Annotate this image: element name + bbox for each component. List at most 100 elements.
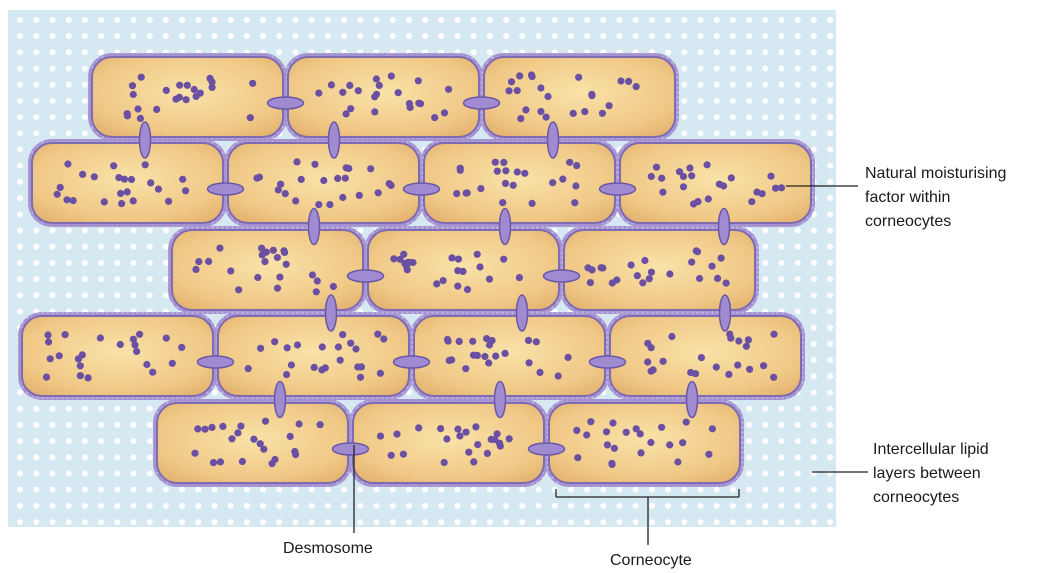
nmf-dot <box>191 86 198 93</box>
nmf-dot <box>282 190 289 197</box>
nmf-label-line-3: corneocytes <box>865 210 1006 234</box>
nmf-dot <box>723 280 730 287</box>
nmf-dot <box>708 263 715 270</box>
nmf-dot <box>176 82 183 89</box>
nmf-dot <box>239 458 246 465</box>
nmf-dot <box>486 276 493 283</box>
desmosome-junction <box>529 443 565 455</box>
desmosome-junction <box>600 183 636 195</box>
desmosome-label: Desmosome <box>283 537 373 561</box>
nmf-dot <box>716 181 723 188</box>
nmf-dot <box>581 108 588 115</box>
nmf-dot <box>544 93 551 100</box>
nmf-dot <box>481 353 488 360</box>
nmf-dot <box>714 275 721 282</box>
nmf-dot <box>609 461 616 468</box>
nmf-dot <box>457 167 464 174</box>
desmosome-junction <box>404 183 440 195</box>
nmf-dot <box>705 451 712 458</box>
nmf-dot <box>275 186 282 193</box>
nmf-dot <box>574 454 581 461</box>
nmf-dot <box>647 439 654 446</box>
nmf-dot <box>195 258 202 265</box>
nmf-dot <box>247 114 254 121</box>
nmf-dot <box>70 197 77 204</box>
nmf-dot <box>748 198 755 205</box>
nmf-dot <box>407 104 414 111</box>
nmf-dot <box>101 198 108 205</box>
nmf-dot <box>648 173 655 180</box>
nmf-dot <box>257 345 264 352</box>
nmf-dot <box>528 71 535 78</box>
nmf-dot <box>253 175 260 182</box>
nmf-dot <box>62 331 69 338</box>
nmf-dot <box>85 374 92 381</box>
nmf-dot <box>128 176 135 183</box>
nmf-dot <box>56 352 63 359</box>
nmf-dot <box>623 429 630 436</box>
nmf-dot <box>549 179 556 186</box>
nmf-dot <box>456 338 463 345</box>
nmf-dot <box>694 248 701 255</box>
nmf-dot <box>683 419 690 426</box>
nmf-dot <box>483 335 490 342</box>
nmf-label: Natural moisturising factor within corne… <box>865 162 1006 234</box>
nmf-dot <box>506 435 513 442</box>
nmf-dot <box>565 354 572 361</box>
nmf-dot <box>611 445 618 452</box>
nmf-dot <box>770 331 777 338</box>
nmf-dot <box>745 336 752 343</box>
nmf-dot <box>521 170 528 177</box>
nmf-dot <box>469 338 476 345</box>
nmf-dot <box>91 173 98 180</box>
nmf-dot <box>77 372 84 379</box>
nmf-dot <box>472 423 479 430</box>
nmf-dot <box>633 83 640 90</box>
nmf-dot <box>330 283 337 290</box>
nmf-dot <box>433 280 440 287</box>
nmf-dot <box>393 431 400 438</box>
nmf-dot <box>666 441 673 448</box>
nmf-dot <box>491 436 498 443</box>
nmf-dot <box>386 180 393 187</box>
nmf-dot <box>184 82 191 89</box>
nmf-dot <box>454 283 461 290</box>
nmf-dot <box>445 86 452 93</box>
nmf-dot <box>625 78 632 85</box>
desmosome-junction <box>329 122 340 158</box>
nmf-dot <box>668 333 675 340</box>
nmf-dot <box>130 91 137 98</box>
nmf-dot <box>115 174 122 181</box>
nmf-dot <box>334 175 341 182</box>
desmosome-junction <box>544 270 580 282</box>
corneocyte-cell <box>214 312 413 400</box>
nmf-dot <box>315 90 322 97</box>
desmosome-junction <box>464 97 500 109</box>
nmf-label-line-1: Natural moisturising <box>865 162 1006 186</box>
nmf-dot <box>704 161 711 168</box>
nmf-dot <box>514 168 521 175</box>
nmf-dot <box>147 179 154 186</box>
desmosome-junction <box>500 209 511 245</box>
nmf-dot <box>637 449 644 456</box>
nmf-dot <box>485 359 492 366</box>
desmosome-junction <box>208 183 244 195</box>
nmf-dot <box>342 175 349 182</box>
nmf-dot <box>446 357 453 364</box>
nmf-dot <box>666 270 673 277</box>
nmf-dot <box>367 165 374 172</box>
nmf-dot <box>674 458 681 465</box>
nmf-dot <box>250 436 257 443</box>
desmosome-junction <box>687 382 698 418</box>
nmf-dot <box>287 433 294 440</box>
nmf-dot <box>280 247 287 254</box>
nmf-dot <box>172 96 179 103</box>
nmf-dot <box>249 80 256 87</box>
nmf-dot <box>735 337 742 344</box>
nmf-dot <box>155 186 162 193</box>
nmf-dot <box>182 187 189 194</box>
nmf-dot <box>543 114 550 121</box>
nmf-dot <box>533 338 540 345</box>
nmf-dot <box>124 112 131 119</box>
corneocyte-cell <box>28 139 227 227</box>
